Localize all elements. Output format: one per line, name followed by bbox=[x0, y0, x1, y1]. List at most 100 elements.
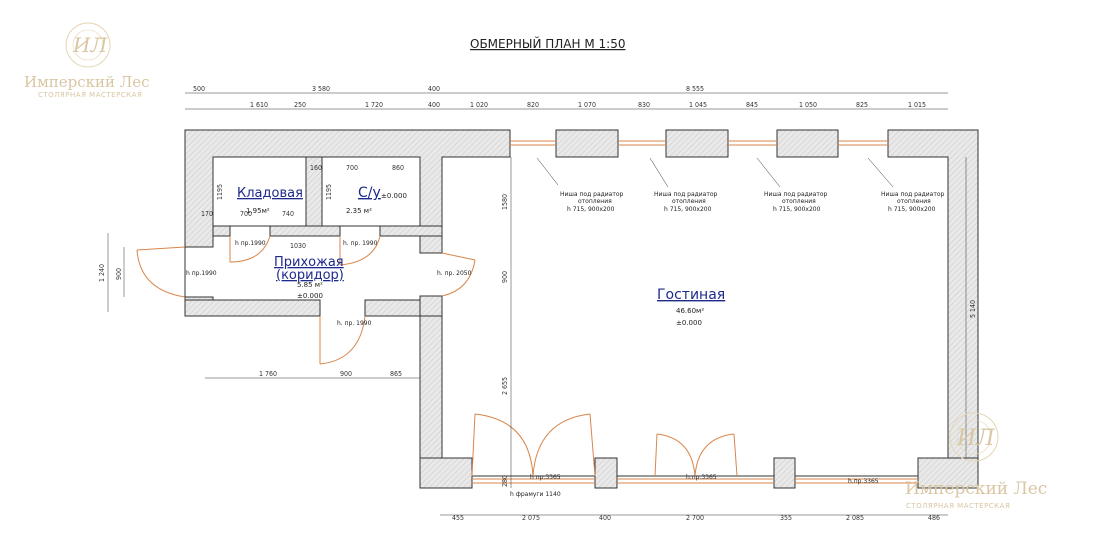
dim-storage-w1: 700 bbox=[240, 210, 252, 218]
dim-text: 8 555 bbox=[686, 85, 704, 93]
dim-text: 3 580 bbox=[312, 85, 330, 93]
wall-top-left bbox=[184, 129, 511, 248]
dim-text: 1 020 bbox=[470, 101, 488, 109]
opening-wc: h. пр. 1990 bbox=[343, 240, 378, 247]
wall-bottom-corridor bbox=[184, 299, 321, 317]
dim-text: 400 bbox=[428, 101, 440, 109]
dims-top-1: 500 3 580 400 8 555 bbox=[193, 85, 704, 93]
dim-text: 845 bbox=[746, 101, 758, 109]
dim-text: 2 085 bbox=[846, 514, 864, 522]
opening-bottom-2: h.пр.3365 bbox=[686, 474, 717, 481]
entrance-door-leaf bbox=[136, 246, 186, 251]
dim-text: 900 bbox=[340, 370, 352, 378]
dim-storage-h: 1195 bbox=[216, 184, 224, 200]
radiator-note-2: Ниша под радиатор отопления h 715, 900x2… bbox=[654, 191, 718, 213]
pier-bottom-3 bbox=[917, 457, 979, 489]
note-line: Ниша под радиатор bbox=[881, 191, 945, 198]
dims-corridor: 1 760 900 865 bbox=[259, 370, 402, 378]
room-hall-area: 5.85 м² bbox=[297, 281, 323, 289]
room-wc-name: С/у bbox=[358, 185, 381, 201]
brand-monogram: ИЛ bbox=[72, 33, 108, 57]
radiator-note-3: Ниша под радиатор отопления h 715, 900x2… bbox=[764, 191, 828, 213]
dim-text: 400 bbox=[599, 514, 611, 522]
opening-bottom-3: h.пр.3365 bbox=[848, 478, 879, 485]
dim-160: 160 bbox=[310, 164, 322, 172]
dim-text: 865 bbox=[390, 370, 402, 378]
dim-1030: 1030 bbox=[290, 242, 306, 250]
entrance-door-swing bbox=[136, 249, 186, 298]
dim-text: 455 bbox=[452, 514, 464, 522]
note-line: отопления bbox=[782, 198, 816, 205]
walls bbox=[184, 129, 979, 489]
dim-text: 1 015 bbox=[908, 101, 926, 109]
room-wc-area: 2.35 м² bbox=[346, 207, 372, 215]
room-storage-name: Кладовая bbox=[237, 186, 303, 201]
brand-subtitle: СТОЛЯРНАЯ МАСТЕРСКАЯ bbox=[906, 502, 1010, 510]
note-line: h 715, 900x200 bbox=[567, 206, 615, 213]
room-wc-level: ±0.000 bbox=[381, 192, 407, 200]
room-hall-name2: (коридор) bbox=[276, 268, 344, 283]
opening-entrance: h пр.1990 bbox=[186, 270, 217, 277]
dim-text: 1 050 bbox=[799, 101, 817, 109]
note-line: отопления bbox=[672, 198, 706, 205]
windows-bottom bbox=[472, 478, 918, 484]
dims-bottom: 455 2 075 400 2 700 355 2 085 486 bbox=[452, 514, 940, 522]
note-line: h 715, 900x200 bbox=[773, 206, 821, 213]
dim-text: 400 bbox=[428, 85, 440, 93]
note-line: отопления bbox=[578, 198, 612, 205]
room-hall-level: ±0.000 bbox=[297, 292, 323, 300]
dim-left-1240: 1 240 bbox=[98, 264, 106, 282]
pier-2 bbox=[665, 129, 729, 158]
room-storage-area: 1.95м² bbox=[246, 207, 270, 215]
dim-text: 1 045 bbox=[689, 101, 707, 109]
dim-text: 1 720 bbox=[365, 101, 383, 109]
note-line: отопления bbox=[897, 198, 931, 205]
brand-subtitle: СТОЛЯРНАЯ МАСТЕРСКАЯ bbox=[38, 91, 142, 99]
wall-wc-bottom bbox=[379, 225, 443, 237]
note-line: Ниша под радиатор bbox=[654, 191, 718, 198]
dim-wc-h: 1195 bbox=[325, 184, 333, 200]
dim-text: 825 bbox=[856, 101, 868, 109]
opening-storage: h пр.1990 bbox=[235, 240, 266, 247]
dim-280: 280 bbox=[501, 475, 509, 487]
note-line: Ниша под радиатор bbox=[560, 191, 624, 198]
pier-1 bbox=[555, 129, 619, 158]
dim-1580: 1580 bbox=[501, 194, 509, 210]
room-living-area: 46.60м² bbox=[676, 307, 704, 315]
wall-hall-right-upper bbox=[419, 235, 443, 254]
dim-right-5140: 5 140 bbox=[969, 300, 977, 318]
brand-logo-bottom: ИЛ Имперский Лес СТОЛЯРНАЯ МАСТЕРСКАЯ bbox=[905, 412, 1047, 510]
dims-top-2: 1 610 250 1 720 400 1 020 820 1 070 830 … bbox=[250, 101, 926, 109]
brand-name: Имперский Лес bbox=[24, 73, 150, 91]
note-line: h 715, 900x200 bbox=[888, 206, 936, 213]
pier-bottom-2 bbox=[773, 457, 796, 489]
brand-monogram: ИЛ bbox=[956, 426, 995, 451]
wall-storage-bottom bbox=[212, 225, 231, 237]
dim-text: 486 bbox=[928, 514, 940, 522]
dim-wc-w1: 700 bbox=[346, 164, 358, 172]
dim-text: 1 070 bbox=[578, 101, 596, 109]
dim-text: 2 700 bbox=[686, 514, 704, 522]
dim-text: 250 bbox=[294, 101, 306, 109]
dim-2655: 2 655 bbox=[501, 377, 509, 395]
doors bbox=[136, 235, 738, 477]
opening-bottom-1: h пр.3365 bbox=[530, 474, 561, 481]
dim-900-v: 900 bbox=[501, 271, 509, 283]
wall-hall-right-lower bbox=[419, 295, 443, 317]
pier-3 bbox=[776, 129, 839, 158]
windows-top bbox=[510, 140, 888, 146]
plan-title: ОБМЕРНЫЙ ПЛАН М 1:50 bbox=[470, 36, 625, 51]
opening-living: h. пр. 2050 bbox=[437, 270, 472, 277]
brand-logo-top: ИЛ Имперский Лес СТОЛЯРНАЯ МАСТЕРСКАЯ bbox=[24, 22, 150, 99]
brand-name: Имперский Лес bbox=[905, 479, 1047, 499]
opening-sill: h фрамуги 1140 bbox=[510, 491, 561, 498]
dim-wc-w2: 860 bbox=[392, 164, 404, 172]
dim-text: 2 075 bbox=[522, 514, 540, 522]
dim-text: 830 bbox=[638, 101, 650, 109]
radiator-notes bbox=[536, 157, 894, 188]
note-line: h 715, 900x200 bbox=[664, 206, 712, 213]
dim-text: 500 bbox=[193, 85, 205, 93]
wall-bottom-left bbox=[419, 457, 473, 489]
room-living-level: ±0.000 bbox=[676, 319, 702, 327]
